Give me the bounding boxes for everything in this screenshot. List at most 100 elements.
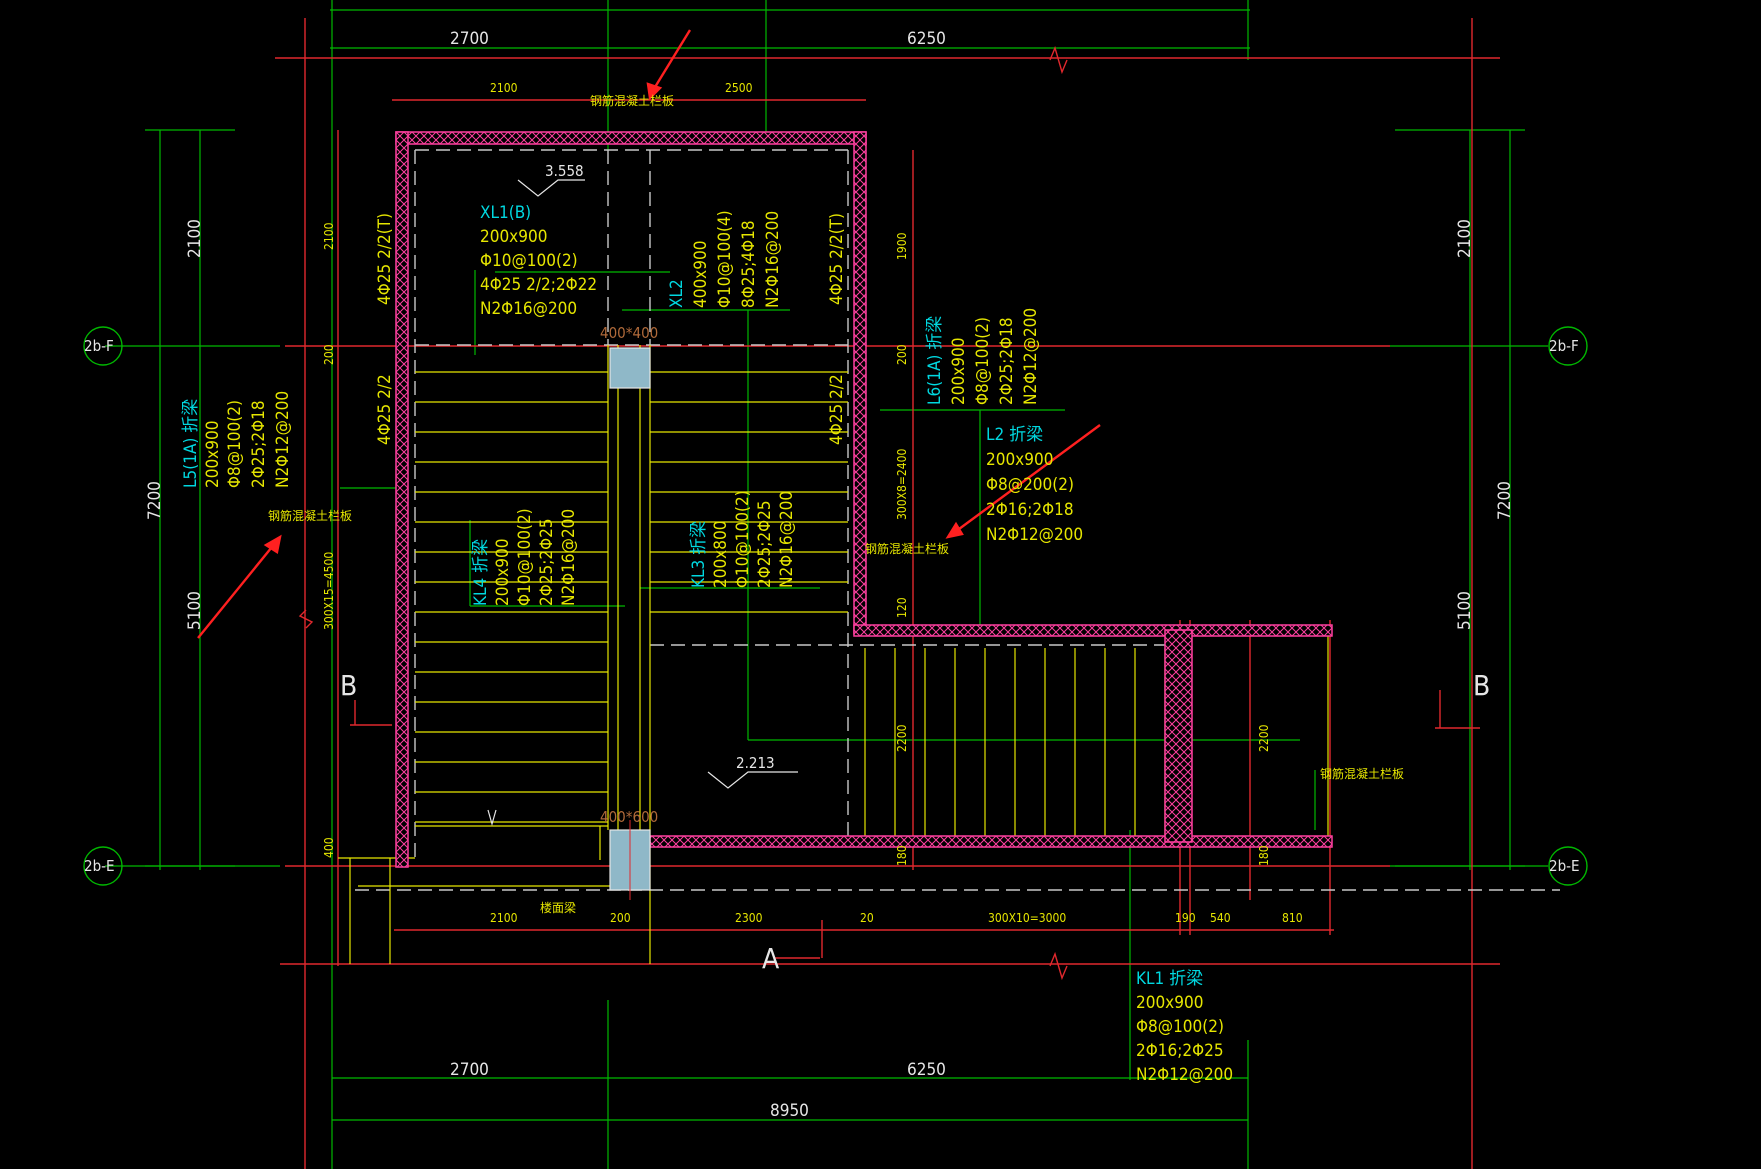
beam-kl3-annotation: KL3 折梁 200x800 Φ10@100(2) 2Φ25;2Φ25 N2Φ1…	[689, 490, 797, 588]
dim-upper-2500: 2500	[725, 81, 753, 95]
dim-top-6250: 6250	[907, 29, 946, 49]
dim-right-inner-1900: 1900	[895, 232, 909, 260]
beam-l2-line1: 200x900	[986, 450, 1053, 470]
rebar-left-upper: 4Φ25 2/2(T)	[375, 213, 395, 305]
beam-l6-annotation: L6(1A) 折梁 200x900 Φ8@100(2) 2Φ25;2Φ18 N2…	[925, 308, 1041, 405]
beam-kl4-annotation: KL4 折梁 200x900 Φ10@100(2) 2Φ25;2Φ25 N2Φ1…	[471, 508, 579, 606]
beam-xl2-line2: Φ10@100(4)	[715, 210, 735, 308]
beam-kl4-line3: 2Φ25;2Φ25	[537, 518, 557, 606]
dim-left-5100: 5100	[185, 591, 205, 630]
dim-middle-right-2200: 2200	[1257, 724, 1271, 752]
dim-right-inner-200: 200	[895, 344, 909, 365]
column-label-bottom: 400*600	[600, 808, 658, 826]
beam-kl4-line4: N2Φ16@200	[559, 509, 579, 606]
section-mark-a: A	[762, 942, 780, 975]
slab-label-right: 钢筋混凝土栏板	[865, 541, 949, 556]
beam-l5-line1: 200x900	[203, 421, 223, 488]
dim-middle-right-180: 180	[1257, 845, 1271, 866]
dim-right-inner-2400: 300X8=2400	[895, 448, 909, 520]
dim-left-inner-400: 400	[322, 837, 336, 858]
beam-xl1-line4: N2Φ16@200	[480, 299, 577, 319]
beam-xl2-annotation: XL2 400x900 Φ10@100(4) 8Φ25;4Φ18 N2Φ16@2…	[667, 210, 783, 308]
beam-l5-line3: 2Φ25;2Φ18	[249, 400, 269, 488]
beam-l5-annotation: L5(1A) 折梁 200x900 Φ8@100(2) 2Φ25;2Φ18 N2…	[181, 391, 293, 488]
beam-l6-line2: Φ8@100(2)	[973, 317, 993, 405]
axis-2bF-right: 2b-F	[1549, 337, 1579, 355]
slab-label-top: 钢筋混凝土栏板	[590, 93, 674, 108]
dim-bottom-2700: 2700	[450, 1060, 489, 1080]
axis-2bF-left: 2b-F	[84, 337, 114, 355]
grid-bubbles	[83, 326, 1588, 886]
dim-inner-20: 20	[860, 911, 874, 925]
rebar-left-lower: 4Φ25 2/2	[375, 374, 395, 445]
beam-l2-name: L2 折梁	[986, 425, 1043, 445]
elevation-lower: 2.213	[736, 754, 775, 772]
beam-kl1-line2: Φ8@100(2)	[1136, 1017, 1224, 1037]
axis-2bE-left: 2b-E	[84, 857, 115, 875]
stair-beam-label: 楼面梁	[540, 900, 576, 915]
beam-xl1-name: XL1(B)	[480, 203, 531, 223]
beam-kl1-line4: N2Φ12@200	[1136, 1065, 1233, 1085]
column-label-top: 400*400	[600, 324, 658, 342]
beam-xl1-annotation: XL1(B) 200x900 Φ10@100(2) 4Φ25 2/2;2Φ22 …	[480, 203, 597, 319]
dim-right-2100: 2100	[1455, 219, 1475, 258]
dim-right-inner-2200: 2200	[895, 724, 909, 752]
beam-kl3-name: KL3 折梁	[689, 521, 709, 588]
rebar-right-upper: 4Φ25 2/2(T)	[827, 213, 847, 305]
dim-inner-190: 190	[1175, 911, 1196, 925]
section-mark-b-left: B	[340, 669, 357, 702]
dim-bottom-8950: 8950	[770, 1101, 809, 1121]
marker-arrows	[197, 29, 1101, 639]
stair-treads	[338, 345, 1329, 964]
axis-2bE-right: 2b-E	[1549, 857, 1580, 875]
dim-right-7200: 7200	[1495, 481, 1515, 520]
elevation-symbols	[487, 179, 798, 827]
beam-kl3-line1: 200x800	[711, 521, 731, 588]
beam-l2-annotation: L2 折梁 200x900 Φ8@200(2) 2Φ16;2Φ18 N2Φ12@…	[986, 425, 1083, 545]
beam-l2-line4: N2Φ12@200	[986, 525, 1083, 545]
dim-left-7200: 7200	[145, 481, 165, 520]
beam-l2-line2: Φ8@200(2)	[986, 475, 1074, 495]
column-top[interactable]	[609, 347, 651, 389]
dim-right-inner-120: 120	[895, 597, 909, 618]
dim-bottom-6250: 6250	[907, 1060, 946, 1080]
dimension-lines	[105, 0, 1548, 1169]
grid-lines	[275, 18, 1500, 1169]
beam-kl4-line2: Φ10@100(2)	[515, 508, 535, 606]
dim-inner-3000: 300X10=3000	[988, 911, 1066, 925]
dim-inner-200: 200	[610, 911, 631, 925]
dim-left-2100: 2100	[185, 219, 205, 258]
beam-kl4-name: KL4 折梁	[471, 539, 491, 606]
beam-l5-name: L5(1A) 折梁	[181, 399, 201, 488]
dim-right-5100: 5100	[1455, 591, 1475, 630]
beam-kl1-line3: 2Φ16;2Φ25	[1136, 1041, 1224, 1061]
beam-l6-line4: N2Φ12@200	[1021, 308, 1041, 405]
beam-kl3-line3: 2Φ25;2Φ25	[755, 500, 775, 588]
beam-xl2-line4: N2Φ16@200	[763, 211, 783, 308]
dim-inner-810: 810	[1282, 911, 1303, 925]
beam-l5-line4: N2Φ12@200	[273, 391, 293, 488]
beam-kl1-name: KL1 折梁	[1136, 969, 1203, 989]
dim-right-inner-180: 180	[895, 845, 909, 866]
beam-kl1-annotation: KL1 折梁 200x900 Φ8@100(2) 2Φ16;2Φ25 N2Φ12…	[1136, 969, 1233, 1085]
dim-inner-2300: 2300	[735, 911, 763, 925]
section-mark-b-right: B	[1473, 669, 1490, 702]
beam-l6-line1: 200x900	[949, 338, 969, 405]
dim-inner-540: 540	[1210, 911, 1231, 925]
beam-xl1-line1: 200x900	[480, 227, 547, 247]
beam-l6-name: L6(1A) 折梁	[925, 316, 945, 405]
slab-label-far-right: 钢筋混凝土栏板	[1320, 766, 1404, 781]
hidden-edges	[355, 149, 1560, 891]
rebar-right-lower: 4Φ25 2/2	[827, 374, 847, 445]
beam-l2-line3: 2Φ16;2Φ18	[986, 500, 1074, 520]
dim-left-inner-4500: 300X15=4500	[322, 552, 336, 630]
beam-xl1-line2: Φ10@100(2)	[480, 251, 578, 271]
beam-xl2-line1: 400x900	[691, 241, 711, 308]
beam-l6-line3: 2Φ25;2Φ18	[997, 317, 1017, 405]
beam-l5-line2: Φ8@100(2)	[225, 400, 245, 488]
beam-kl3-line2: Φ10@100(2)	[733, 490, 753, 588]
slab-label-left: 钢筋混凝土栏板	[268, 508, 352, 523]
elevation-upper: 3.558	[545, 162, 584, 180]
